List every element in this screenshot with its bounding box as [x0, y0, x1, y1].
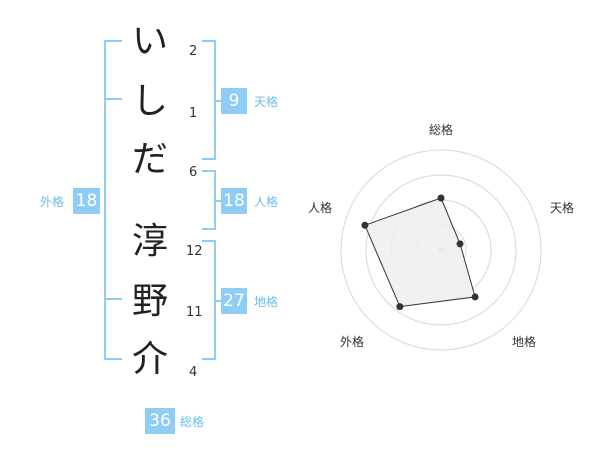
stroke-count-4: 12 — [186, 244, 203, 259]
axis-label-chikaku: 地格 — [512, 334, 536, 349]
stroke-count-1: 2 — [189, 44, 198, 59]
jinkaku-label: 人格 — [254, 195, 279, 209]
name-char-5: 野 — [131, 281, 168, 322]
radar-point-2 — [471, 293, 479, 301]
radar-point-3 — [396, 303, 404, 311]
axis-label-tenkaku: 天格 — [550, 200, 574, 215]
axis-label-soukaku: 総格 — [429, 122, 453, 137]
radar-ring — [365, 174, 517, 326]
tenkaku-value: 9 — [221, 88, 247, 114]
name-char-3: だ — [131, 139, 168, 180]
jinkaku-value: 18 — [221, 188, 247, 214]
radar-labels: 総格 天格 地格 外格 人格 — [308, 122, 574, 349]
chikaku-label: 地格 — [254, 295, 279, 309]
radar-area — [364, 197, 476, 308]
soukaku-label: 総格 — [180, 415, 205, 429]
chikaku-value: 27 — [221, 288, 247, 314]
radar-points — [361, 194, 479, 311]
radar-point-1 — [456, 240, 464, 248]
gaikaku-label: 外格 — [40, 195, 65, 209]
stroke-count-6: 4 — [189, 365, 198, 380]
name-char-6: 介 — [131, 339, 168, 380]
axis-label-gaikaku: 外格 — [340, 334, 364, 349]
radar-ring — [340, 149, 542, 351]
gaikaku-value: 18 — [73, 188, 100, 214]
stroke-count-3: 6 — [189, 165, 198, 180]
axis-label-jinkaku: 人格 — [308, 200, 332, 215]
radar-point-4 — [361, 221, 369, 229]
name-char-1: い — [131, 21, 168, 62]
name-char-4: 淳 — [131, 221, 168, 262]
soukaku-value: 36 — [145, 408, 175, 434]
radar-point-0 — [437, 194, 445, 202]
stroke-count-2: 1 — [189, 106, 198, 121]
name-char-2: し — [131, 81, 168, 122]
stroke-count-5: 11 — [186, 305, 203, 320]
tenkaku-label: 天格 — [254, 95, 279, 109]
